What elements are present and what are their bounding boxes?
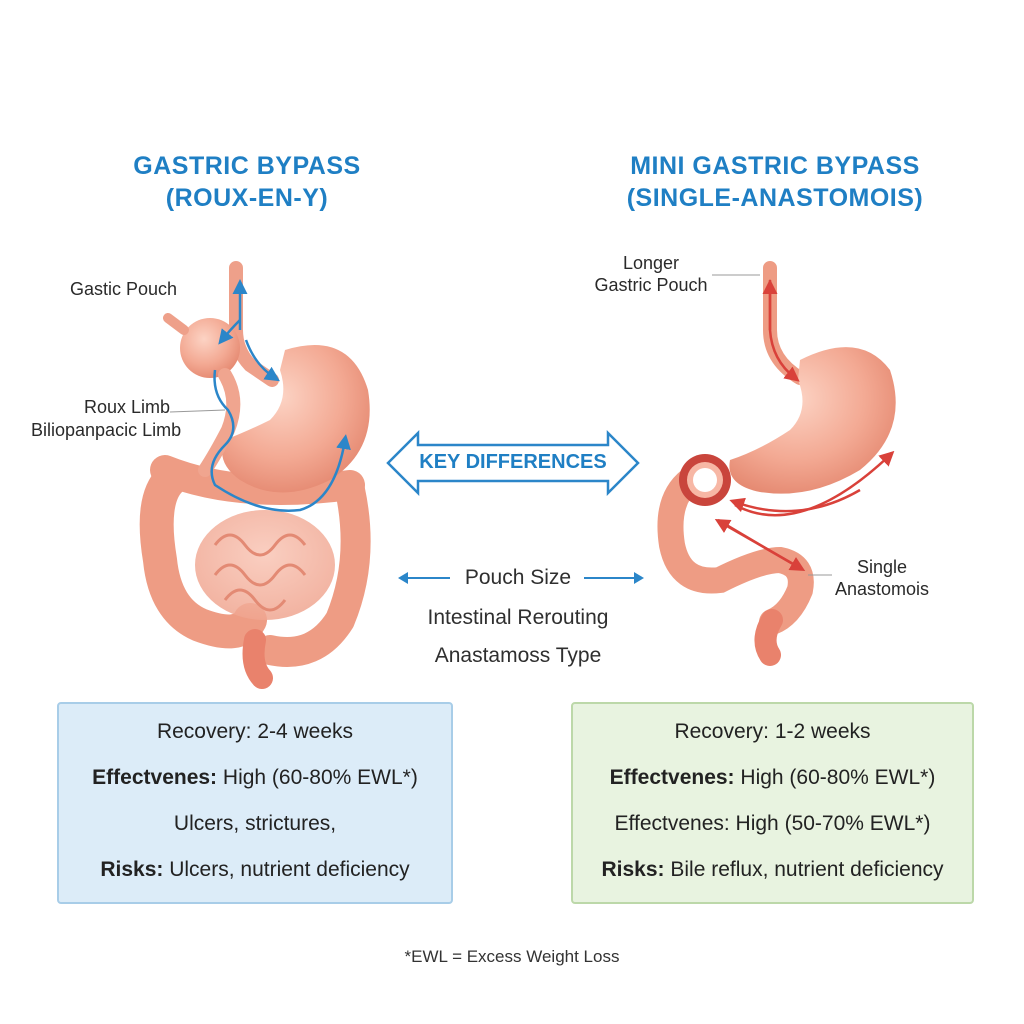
label-single-anastomosis-line2: Anastomois xyxy=(830,578,934,600)
difference-anastomosis-type: Anastamoss Type xyxy=(368,644,668,668)
label-gastric-pouch: Gastic Pouch xyxy=(70,278,177,300)
left-small-intestine xyxy=(195,510,335,620)
footnote: *EWL = Excess Weight Loss xyxy=(312,947,712,967)
right-risks-value: Bile reflux, nutrient deficiency xyxy=(670,858,943,881)
difference-pouch-size: Pouch Size xyxy=(368,566,668,590)
left-risks-value: Ulcers, nutrient deficiency xyxy=(169,858,409,881)
right-effectiveness: Effectvenes: High (60-80% EWL*) xyxy=(573,766,972,790)
left-effectiveness-value: High (60-80% EWL*) xyxy=(223,766,418,789)
left-anatomy xyxy=(157,268,370,678)
label-single-anastomosis-line1: Single xyxy=(830,556,934,578)
left-risks: Risks: Ulcers, nutrient deficiency xyxy=(59,858,451,882)
right-line3: Effectvenes: High (50-70% EWL*) xyxy=(573,812,972,836)
right-risks: Risks: Bile reflux, nutrient deficiency xyxy=(573,858,972,882)
left-rectum xyxy=(254,640,262,678)
right-effectiveness-label: Effectvenes: xyxy=(610,766,735,789)
label-single-anastomosis: Single Anastomois xyxy=(830,556,934,600)
left-gastric-pouch xyxy=(180,318,240,378)
left-recovery: Recovery: 2-4 weeks xyxy=(59,720,451,744)
right-effectiveness-value: High (60-80% EWL*) xyxy=(740,766,935,789)
right-recovery: Recovery: 1-2 weeks xyxy=(573,720,972,744)
left-risks-label: Risks: xyxy=(100,858,163,881)
label-longer-pouch-line2: Gastric Pouch xyxy=(590,274,712,296)
left-line3: Ulcers, strictures, xyxy=(59,812,451,836)
right-esophagus xyxy=(770,268,800,378)
label-longer-pouch: Longer Gastric Pouch xyxy=(590,252,712,296)
label-longer-pouch-line1: Longer xyxy=(590,252,712,274)
label-biliopancreatic-limb: Biliopanpacic Limb xyxy=(31,419,181,441)
key-differences-label: KEY DIFFERENCES xyxy=(413,451,613,474)
label-roux-limb: Roux Limb xyxy=(40,396,170,418)
right-summary-panel: Recovery: 1-2 weeks Effectvenes: High (6… xyxy=(571,702,974,904)
left-esophagus xyxy=(236,268,272,380)
right-rectum xyxy=(765,620,772,655)
difference-intestinal-rerouting: Intestinal Rerouting xyxy=(368,606,668,630)
left-effectiveness: Effectvenes: High (60-80% EWL*) xyxy=(59,766,451,790)
right-risks-label: Risks: xyxy=(601,858,664,881)
left-summary-panel: Recovery: 2-4 weeks Effectvenes: High (6… xyxy=(57,702,453,904)
left-effectiveness-label: Effectvenes: xyxy=(92,766,217,789)
